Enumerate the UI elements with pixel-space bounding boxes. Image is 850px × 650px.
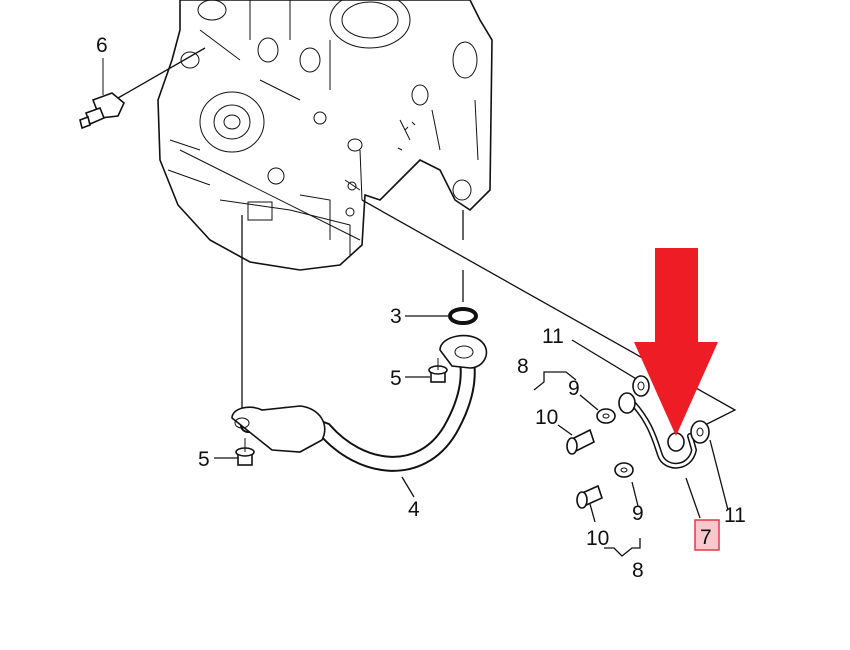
callout-8-lower: 8	[632, 559, 644, 582]
part-9-washer-upper	[579, 394, 616, 424]
part-3-o-ring	[405, 307, 478, 325]
callout-11-lower: 11	[724, 504, 746, 527]
callout-7-highlight: 7	[694, 519, 720, 551]
part-5-bolt-upper	[405, 358, 448, 383]
part-6-sensor	[79, 47, 206, 130]
callout-6: 6	[96, 34, 108, 57]
red-arrow-pointer	[634, 248, 718, 436]
callout-11-upper: 11	[542, 325, 564, 348]
callout-5-lower: 5	[198, 448, 210, 471]
callout-5-upper: 5	[390, 367, 402, 390]
callout-9-lower: 9	[632, 502, 644, 525]
bracket-8-upper	[533, 371, 577, 391]
callout-8-upper: 8	[517, 355, 529, 378]
callout-3: 3	[390, 305, 402, 328]
part-11-washer-upper	[571, 339, 650, 397]
callout-10-upper: 10	[535, 406, 558, 429]
bracket-8-lower	[604, 538, 641, 557]
callout-9-upper: 9	[568, 377, 580, 400]
part-9-washer-lower	[614, 462, 639, 507]
leader-block-to-pipe7	[361, 199, 737, 426]
callout-4: 4	[408, 498, 420, 521]
part-7-oil-pipe	[618, 392, 701, 519]
leader-11-lower	[709, 439, 729, 511]
svg-text:7: 7	[700, 526, 712, 549]
part-10-bolt-lower	[576, 484, 603, 523]
part-11-washer-lower	[690, 420, 710, 444]
callout-10-lower: 10	[586, 527, 609, 550]
part-4-oil-pipe	[231, 334, 488, 498]
part-10-bolt-upper	[557, 424, 595, 455]
part-5-bolt-lower	[214, 438, 255, 466]
engine-block	[157, 0, 493, 271]
